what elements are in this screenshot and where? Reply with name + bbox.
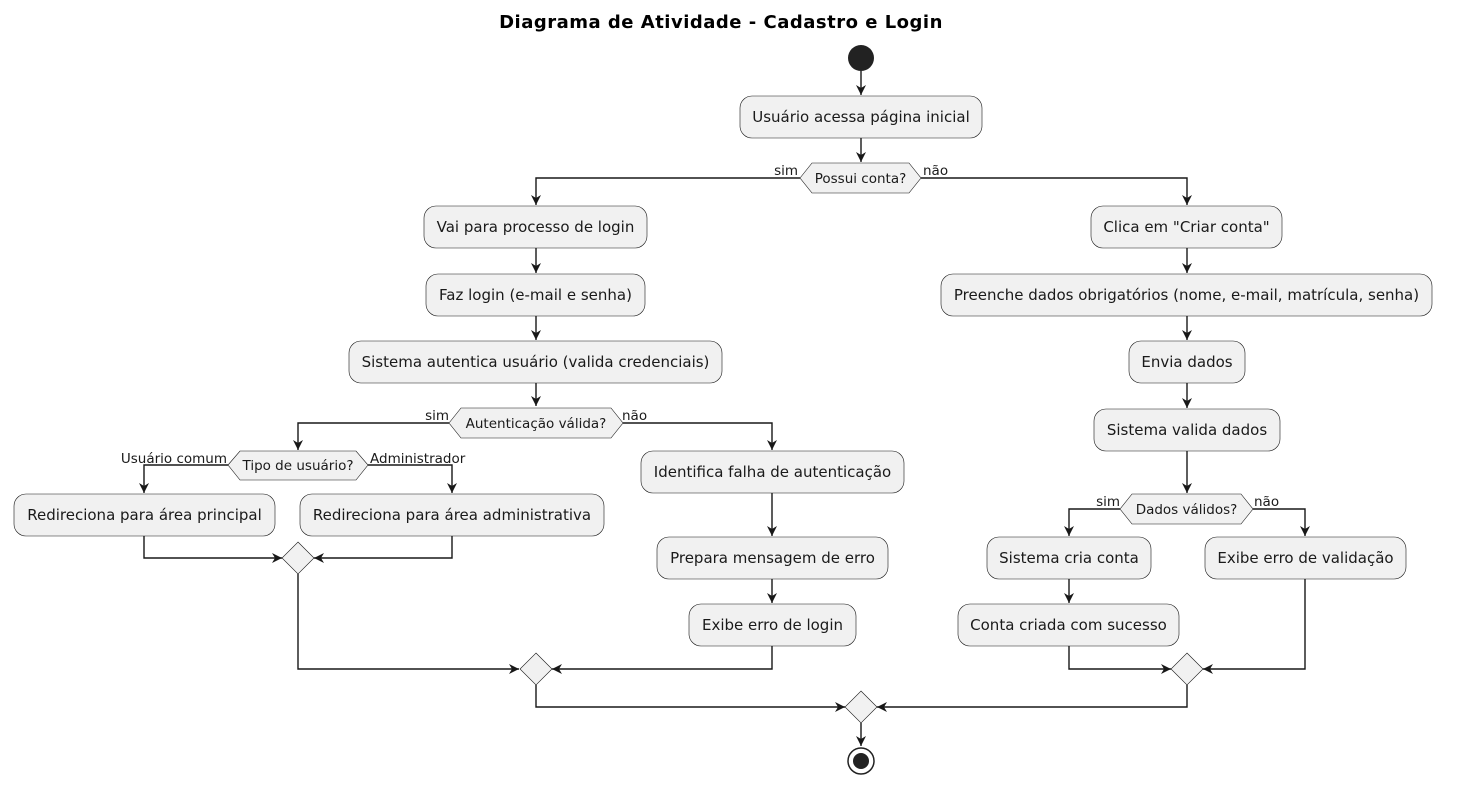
activity-label: Clica em "Criar conta": [1103, 218, 1269, 236]
edge-erro-merge3: [1203, 579, 1306, 674]
activity-redir-principal: Redireciona para área principal: [13, 493, 276, 537]
activity-prepara-msg: Prepara mensagem de erro: [656, 536, 889, 580]
guard-possui-sim: sim: [774, 163, 798, 179]
edges: [139, 71, 1310, 746]
guard-dados-nao: não: [1254, 494, 1279, 510]
activity-acessa: Usuário acessa página inicial: [739, 95, 983, 139]
guard-possui-nao: não: [923, 163, 948, 179]
activity-autentica: Sistema autentica usuário (valida creden…: [348, 340, 723, 384]
activity-label: Conta criada com sucesso: [970, 616, 1167, 634]
edge-possui-sim: [531, 177, 800, 205]
activity-envia: Envia dados: [1128, 340, 1246, 384]
edge-merge1-merge2: [297, 574, 519, 674]
activity-label: Preenche dados obrigatórios (nome, e-mai…: [954, 286, 1419, 304]
diagram-title: Diagrama de Atividade - Cadastro e Login: [499, 12, 943, 33]
edge-dados-nao: [1253, 508, 1310, 536]
start-node: [848, 45, 874, 71]
decision-label: Tipo de usuário?: [241, 458, 353, 474]
activity-label: Redireciona para área administrativa: [313, 506, 591, 524]
activity-preenche: Preenche dados obrigatórios (nome, e-mai…: [940, 273, 1433, 317]
decision-tipo-usuario: Tipo de usuário?: [227, 450, 369, 481]
activity-label: Exibe erro de login: [702, 616, 843, 634]
merge-final: [844, 690, 878, 724]
activity-vai-login: Vai para processo de login: [423, 205, 648, 249]
activity-identifica-falha: Identifica falha de autenticação: [640, 450, 905, 494]
activity-conta-criada: Conta criada com sucesso: [957, 603, 1180, 647]
activity-label: Usuário acessa página inicial: [752, 108, 970, 126]
activity-exibe-erro-validacao: Exibe erro de validação: [1204, 536, 1407, 580]
activity-redir-admin: Redireciona para área administrativa: [299, 493, 605, 537]
activity-label: Identifica falha de autenticação: [654, 463, 891, 481]
activity-cria-conta: Sistema cria conta: [986, 536, 1152, 580]
guard-auth-nao: não: [622, 408, 647, 424]
edge-possui-nao: [921, 177, 1192, 205]
activity-exibe-erro-login: Exibe erro de login: [688, 603, 857, 647]
edge-tipo-comum: [139, 464, 228, 493]
activity-label: Sistema cria conta: [999, 549, 1139, 567]
decision-label: Possui conta?: [815, 171, 907, 187]
decision-label: Autenticação válida?: [466, 416, 607, 432]
activity-label: Vai para processo de login: [437, 218, 635, 236]
edge-admin-merge: [314, 536, 453, 563]
activity-label: Prepara mensagem de erro: [670, 549, 875, 567]
guard-dados-sim: sim: [1096, 494, 1120, 510]
edge-principal-merge: [143, 536, 282, 563]
edge-merge2-final: [535, 685, 845, 712]
edge-exibe-merge2: [552, 646, 773, 674]
decision-label: Dados válidos?: [1136, 502, 1238, 518]
edge-dados-sim: [1064, 508, 1120, 536]
activity-label: Redireciona para área principal: [27, 506, 262, 524]
activity-label: Exibe erro de validação: [1217, 549, 1393, 567]
guard-tipo-admin: Administrador: [370, 451, 466, 467]
decision-dados-validos: Dados válidos?: [1119, 493, 1254, 525]
merge-login: [519, 652, 553, 686]
activity-label: Faz login (e-mail e senha): [439, 286, 632, 304]
activity-label: Sistema autentica usuário (valida creden…: [362, 353, 710, 371]
guard-tipo-comum: Usuário comum: [121, 451, 227, 467]
activity-label: Envia dados: [1141, 353, 1232, 371]
activity-valida: Sistema valida dados: [1093, 408, 1281, 452]
activity-faz-login: Faz login (e-mail e senha): [425, 273, 646, 317]
decision-possui-conta: Possui conta?: [799, 162, 922, 194]
merge-cadastro: [1170, 652, 1204, 686]
activity-label: Sistema valida dados: [1107, 421, 1267, 439]
edge-auth-sim: [293, 422, 449, 450]
merge-user-type: [281, 541, 315, 575]
end-node: [847, 747, 875, 775]
edge-criada-merge3: [1068, 646, 1171, 674]
edge-tipo-admin: [368, 464, 457, 493]
edge-auth-nao: [623, 422, 777, 450]
guard-auth-sim: sim: [425, 408, 449, 424]
edge-merge3-final: [877, 685, 1188, 712]
decision-auth-valida: Autenticação válida?: [448, 407, 624, 439]
activity-criar-conta: Clica em "Criar conta": [1090, 205, 1283, 249]
